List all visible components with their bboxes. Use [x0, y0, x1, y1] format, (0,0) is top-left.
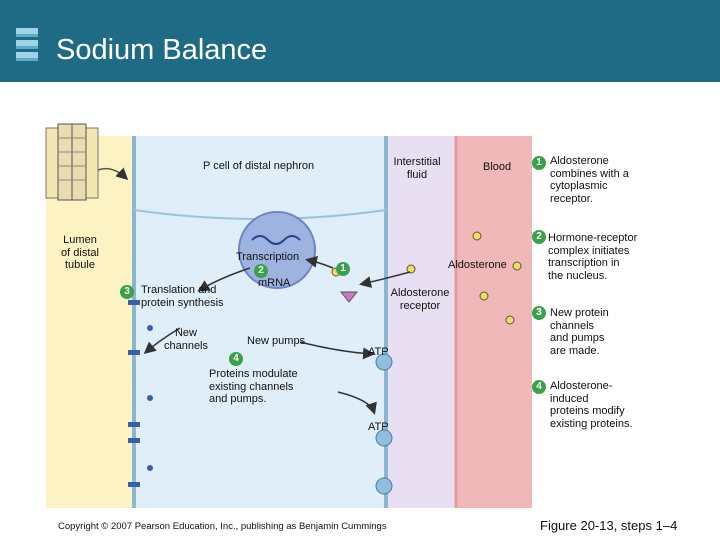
receptor-step-badge: 1: [336, 262, 350, 276]
step-3-line: channels: [550, 319, 595, 332]
translation-label: Translation and protein synthesis: [141, 284, 224, 309]
aldosterone-molecule: [512, 261, 522, 271]
step-2-line: Hormone-receptor: [548, 232, 638, 244]
figure-caption: Figure 20-13, steps 1–4: [540, 518, 678, 533]
step-2-badge: 2: [532, 230, 546, 244]
basolateral-pumps: [375, 353, 393, 495]
translation-label-line: protein synthesis: [141, 296, 224, 309]
step-4-line: induced: [550, 392, 589, 405]
step-1-badge: 1: [532, 156, 546, 170]
interstitial-label: Interstitial fluid: [382, 156, 452, 181]
step-3-line: are made.: [550, 344, 600, 357]
step-3-text: New protein channels and pumps are made.: [550, 307, 609, 357]
mrna-label: mRNA: [258, 277, 291, 289]
step-1-line: Aldosterone: [550, 155, 609, 167]
copyright-notice: Copyright © 2007 Pearson Education, Inc.…: [58, 521, 387, 532]
lumen-label: Lumen of distal tubule: [52, 234, 108, 272]
step-4-text: Aldosterone- induced proteins modify exi…: [550, 380, 633, 430]
new-channels-label-line: New: [174, 327, 197, 339]
lumen-label-line: tubule: [65, 259, 95, 271]
blood-region: [456, 136, 532, 508]
receptor-label-line: Aldosterone: [390, 287, 450, 299]
step-2-line: transcription in: [548, 257, 620, 269]
transcription-step-badge: 2: [254, 264, 268, 278]
receptor-label-line: receptor: [399, 299, 441, 312]
p-cell-region: [134, 136, 386, 508]
step-2-line: the nucleus.: [548, 269, 608, 282]
step-2-text: Hormone-receptor complex initiates trans…: [548, 232, 637, 282]
transcription-label: Transcription: [236, 251, 300, 263]
new-channels-arrow: [143, 327, 181, 354]
interstitial-region: [386, 136, 456, 508]
step-3-badge: 3: [532, 306, 546, 320]
step-4-line: proteins modify: [550, 405, 625, 417]
apical-channels: [128, 300, 153, 487]
mrna-arrow: [197, 267, 251, 292]
atp-label-2: ATP: [368, 421, 389, 433]
modulate-label-line: existing channels: [209, 380, 294, 393]
step-1-text: Aldosterone combines with a cytoplasmic …: [550, 155, 629, 205]
step-3-line: New protein: [550, 307, 609, 319]
aldosterone-molecule: [472, 231, 482, 241]
p-cell-label: P cell of distal nephron: [203, 160, 315, 172]
interstitial-label-line: fluid: [406, 168, 428, 181]
aldosterone-molecule: [505, 315, 515, 325]
receptor-to-nucleus-arrow: [305, 255, 334, 269]
tubule-inset-icon: [45, 123, 129, 201]
aldosterone-molecule: [406, 264, 416, 274]
step-4-badge: 4: [532, 380, 546, 394]
new-channels-label-line: channels: [163, 339, 209, 352]
receptor-shape: [339, 291, 359, 303]
interstitial-label-line: Interstitial: [393, 156, 441, 168]
step-1-line: cytoplasmic: [550, 180, 608, 192]
translation-label-line: Translation and: [141, 284, 217, 296]
aldosterone-entry-arrow: [359, 271, 411, 288]
modulate-step-badge: 4: [229, 352, 243, 366]
modulate-arrow: [337, 391, 377, 415]
slide-logo-icon: [16, 28, 38, 61]
translation-step-badge: 3: [120, 285, 134, 299]
step-4-line: existing proteins.: [550, 417, 633, 430]
atp-label-1: ATP: [368, 346, 389, 358]
aldosterone-molecule: [479, 291, 489, 301]
step-1-line: combines with a: [550, 167, 629, 180]
step-4-line: Aldosterone-: [550, 380, 613, 392]
lumen-label-line: of distal: [61, 246, 99, 259]
receptor-label: Aldosterone receptor: [380, 287, 460, 312]
new-channels-label: New channels: [158, 327, 214, 352]
step-3-line: and pumps: [550, 332, 605, 344]
title-bar: [0, 0, 720, 82]
dna-strand: [251, 235, 301, 245]
modulate-label-line: Proteins modulate: [209, 368, 298, 380]
new-pumps-arrow: [299, 341, 375, 360]
step-1-line: receptor.: [550, 192, 593, 205]
modulate-label-line: and pumps.: [209, 393, 267, 405]
slide-title: Sodium Balance: [56, 34, 268, 66]
step-2-line: complex initiates: [548, 244, 630, 257]
modulate-label: Proteins modulate existing channels and …: [209, 368, 298, 406]
blood-label: Blood: [483, 161, 512, 173]
lumen-label-line: Lumen: [63, 234, 97, 246]
new-pumps-label: New pumps: [247, 335, 306, 347]
aldosterone-label: Aldosterone: [448, 259, 507, 271]
